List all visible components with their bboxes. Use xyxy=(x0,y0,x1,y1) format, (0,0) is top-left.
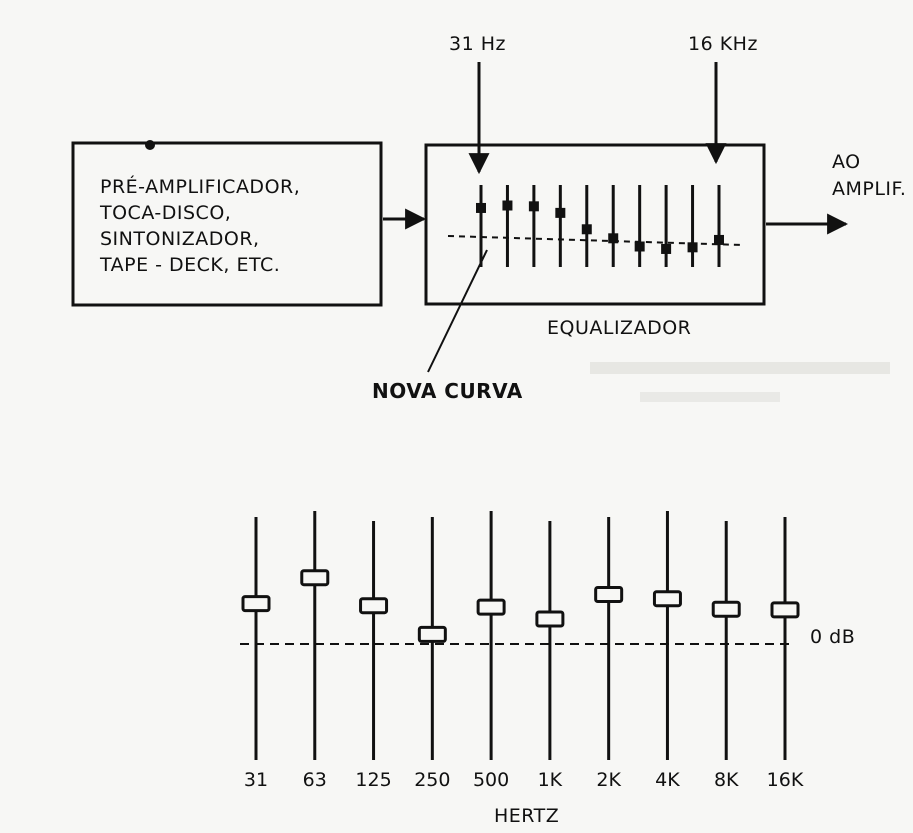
band-frequency-label: 250 xyxy=(414,769,450,791)
curve-pointer-line xyxy=(427,249,488,373)
band-slider-knob xyxy=(594,586,624,603)
band-frequency-label: 125 xyxy=(355,769,391,791)
source-line-2: TOCA-DISCO, xyxy=(99,202,231,224)
band-slider-knob xyxy=(476,598,506,616)
eq-slider-knob xyxy=(502,200,513,211)
equalizer-label: EQUALIZADOR xyxy=(547,317,691,339)
eq-slider-knob xyxy=(714,234,724,245)
band-slider-knob xyxy=(770,601,800,619)
eq-slider-knob xyxy=(661,243,672,254)
eq-slider-knob xyxy=(608,233,619,244)
new-curve-line xyxy=(447,235,743,246)
bleed-band xyxy=(640,392,780,402)
graphic-equalizer-diagram: 0 dB 31 63 125 250 500 1K 2K 4K 8K 16K HERTZ xyxy=(240,511,855,827)
new-curve-label: NOVA CURVA xyxy=(372,379,523,403)
band-slider-knob xyxy=(359,597,389,615)
band-slider-knob xyxy=(300,569,330,587)
ink-dot xyxy=(145,140,155,150)
band-frequency-label: 500 xyxy=(473,769,509,791)
equalizer-block xyxy=(424,143,766,306)
band-frequency-label: 4K xyxy=(655,769,680,791)
axis-title: HERTZ xyxy=(494,805,559,827)
marker-16khz-label: 16 KHz xyxy=(688,33,758,55)
source-line-4: TAPE - DECK, ETC. xyxy=(99,254,280,276)
band-slider-knob xyxy=(241,595,271,613)
eq-slider-knob xyxy=(476,202,486,213)
band-frequency-label: 16K xyxy=(767,769,804,791)
marker-31hz-label: 31 Hz xyxy=(449,33,506,55)
band-slider-knob xyxy=(417,625,447,643)
eq-slider-knob xyxy=(528,201,539,212)
source-line-1: PRÉ-AMPLIFICADOR, xyxy=(100,175,300,198)
eq-slider-knob xyxy=(581,224,592,235)
output-label-line-2: AMPLIF. xyxy=(832,178,906,200)
equalizer-sliders xyxy=(476,185,724,267)
zero-db-label: 0 dB xyxy=(810,626,855,648)
band-slider-knob xyxy=(711,600,741,618)
band-slider-knob xyxy=(652,590,682,608)
eq-slider-knob xyxy=(555,207,566,218)
band-frequency-label: 1K xyxy=(538,769,563,791)
band-frequency-label: 31 xyxy=(244,769,268,791)
band-frequency-label: 63 xyxy=(303,769,327,791)
band-frequency-label: 8K xyxy=(714,769,739,791)
bleed-band xyxy=(590,362,890,374)
bleed-through-text xyxy=(590,362,890,402)
source-block xyxy=(71,141,383,307)
band-frequency-label: 2K xyxy=(596,769,621,791)
eq-slider-knob xyxy=(687,242,698,253)
eq-slider-knob xyxy=(634,241,645,252)
source-line-3: SINTONIZADOR, xyxy=(100,228,260,250)
output-label-line-1: AO xyxy=(832,151,861,173)
band-slider-knob xyxy=(535,610,565,628)
signal-chain-diagram: PRÉ-AMPLIFICADOR, TOCA-DISCO, SINTONIZAD… xyxy=(71,33,906,403)
band-sliders: 31 63 125 250 500 1K 2K 4K 8K 16K xyxy=(241,511,804,791)
